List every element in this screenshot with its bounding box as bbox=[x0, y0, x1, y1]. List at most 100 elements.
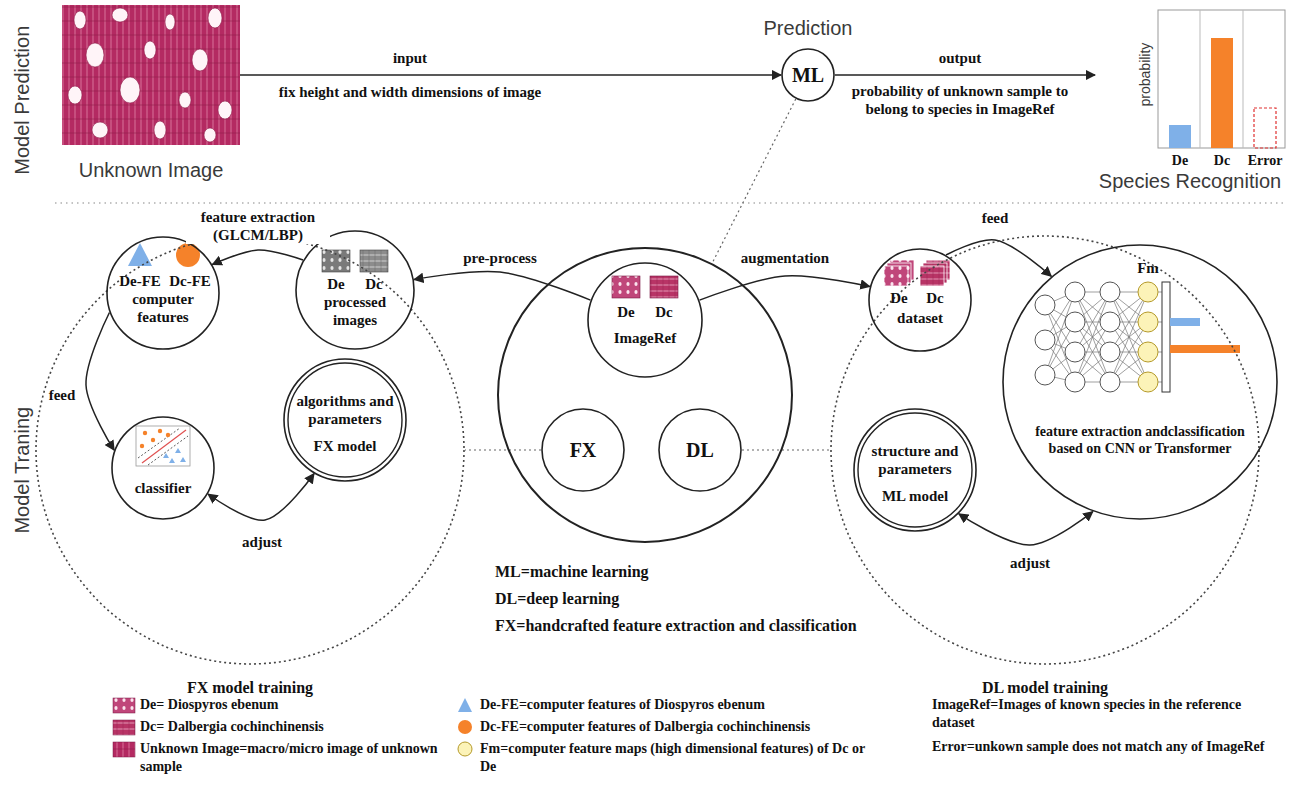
feature-symbols bbox=[176, 243, 200, 267]
edge-label: pre-process bbox=[461, 249, 539, 267]
dataset-circle-outline bbox=[868, 248, 972, 352]
network-circle-outline bbox=[1003, 245, 1277, 519]
edge-label: input bbox=[391, 49, 429, 67]
neural-network bbox=[1065, 282, 1085, 302]
node-text: De-FE bbox=[119, 272, 161, 290]
neural-network bbox=[1035, 365, 1055, 385]
neural-network bbox=[1100, 312, 1120, 332]
legend-text: Unknown Image=macro/micro image of unkno… bbox=[140, 740, 440, 774]
classifier-plot bbox=[136, 426, 190, 466]
neural-network bbox=[1035, 330, 1055, 350]
probability-bars bbox=[1254, 108, 1276, 148]
classifier-circle-outline bbox=[112, 417, 214, 519]
node-text: DL model training bbox=[982, 678, 1108, 698]
node-text: ImageRef bbox=[614, 329, 676, 347]
legend-swatch bbox=[458, 742, 472, 756]
unknown-micrograph bbox=[68, 86, 82, 104]
fx-circle-outline bbox=[542, 409, 624, 491]
node-text: probability bbox=[1137, 43, 1154, 107]
zoom-line bbox=[742, 449, 830, 450]
classifier-plot bbox=[180, 457, 186, 462]
legend-text: De= Diospyros ebenum bbox=[140, 696, 278, 713]
dl-training-region-outline bbox=[831, 236, 1259, 664]
unknown-micrograph bbox=[204, 128, 216, 142]
classifier-plot bbox=[151, 438, 155, 442]
dataset-thumbnails bbox=[884, 266, 908, 286]
legend-text: Fm=computer feature maps (high dimension… bbox=[480, 740, 880, 774]
probability-chart: probabilityDeDcErrorSpecies Recognition bbox=[1095, 10, 1285, 148]
node-text: feature extraction andclassification bas… bbox=[1020, 423, 1260, 457]
fx-model-circle: algorithms and parametersFX model bbox=[283, 358, 407, 482]
classifier-plot bbox=[136, 426, 190, 466]
overview-circle-outline bbox=[497, 247, 793, 543]
classifier-plot bbox=[148, 436, 188, 465]
neural-network bbox=[1065, 342, 1085, 362]
node-text: De bbox=[1172, 152, 1188, 169]
neural-network bbox=[1035, 295, 1055, 315]
dataset-circle-outline bbox=[869, 249, 971, 351]
node-text: Fm bbox=[1137, 259, 1159, 277]
neural-network bbox=[1138, 282, 1158, 392]
neural-network bbox=[1045, 292, 1162, 382]
computer-features-circle-outline bbox=[107, 237, 219, 349]
imageref-thumbnails bbox=[612, 276, 678, 298]
legend-wood-icons bbox=[113, 698, 135, 757]
probability-bars bbox=[1200, 10, 1201, 148]
neural-network bbox=[1138, 342, 1158, 362]
legend-swatch bbox=[458, 720, 472, 734]
fx-model-circle-outline bbox=[288, 363, 402, 477]
classifier-plot bbox=[138, 428, 180, 458]
ml-model-circle-outline bbox=[858, 413, 972, 527]
neural-network bbox=[1138, 282, 1158, 302]
classifier-plot bbox=[163, 453, 169, 458]
node-text: Dc bbox=[1214, 152, 1230, 169]
classifier-plot bbox=[158, 429, 162, 433]
edge-label: feed bbox=[47, 386, 78, 404]
unknown-micrograph bbox=[62, 5, 240, 145]
unknown-micrograph bbox=[86, 43, 104, 67]
edge-label: adjust bbox=[240, 533, 284, 551]
node-text: Species Recognition bbox=[1099, 169, 1281, 193]
ml-circle: PredictionML bbox=[781, 48, 835, 102]
legend-text: Dc= Dalbergia cochinchinensis bbox=[140, 718, 324, 735]
node-text: classifier bbox=[135, 479, 192, 497]
arrow-connector bbox=[86, 312, 114, 450]
legend-text: De-FE=computer features of Diospyros ebe… bbox=[480, 696, 765, 713]
unknown-micrograph bbox=[218, 101, 232, 119]
processed-images-circle: DeDcprocessed images bbox=[295, 230, 415, 350]
zoom-line bbox=[465, 449, 541, 450]
unknown-micrograph bbox=[120, 77, 140, 103]
zoom-line bbox=[712, 99, 796, 263]
arrow-connector bbox=[208, 474, 314, 521]
node-text: Dc-FE bbox=[169, 272, 211, 290]
fx-circle: FX bbox=[541, 408, 625, 492]
edge-label: feature extraction (GLCM/LBP) bbox=[186, 208, 330, 245]
node-text: Unknown Image bbox=[79, 158, 224, 182]
node-text: FX model training bbox=[187, 678, 313, 698]
unknown-micrograph bbox=[154, 121, 166, 139]
legend-swatch bbox=[457, 719, 473, 735]
neural-network bbox=[1162, 282, 1170, 392]
dataset-thumbnails bbox=[920, 266, 944, 286]
legend-swatch bbox=[457, 741, 473, 757]
legend-swatch bbox=[458, 698, 472, 712]
dl-circle: DL bbox=[658, 408, 742, 492]
fx-training-region: FX model trainingDeDcprocessed imagesDe-… bbox=[35, 235, 465, 665]
edge-label: feed bbox=[980, 209, 1011, 227]
node-text: processed images bbox=[307, 293, 403, 330]
dl-circle-outline bbox=[659, 409, 741, 491]
probability-bars bbox=[1211, 38, 1233, 148]
imageref-thumbnails bbox=[650, 276, 678, 298]
unknown-micrograph bbox=[165, 14, 175, 30]
node-text: Dc bbox=[365, 275, 383, 293]
fx-model-circle-outline bbox=[284, 359, 406, 481]
node-text: ML bbox=[792, 63, 824, 87]
neural-network bbox=[1065, 312, 1085, 332]
node-text: algorithms and parameters bbox=[292, 392, 398, 429]
arrow-connector bbox=[212, 250, 303, 265]
node-text: dataset bbox=[897, 309, 943, 327]
arrow-note: probability of unknown sample to belong … bbox=[835, 82, 1085, 119]
node-text: FX bbox=[570, 438, 597, 462]
probability-bars bbox=[1169, 125, 1191, 148]
